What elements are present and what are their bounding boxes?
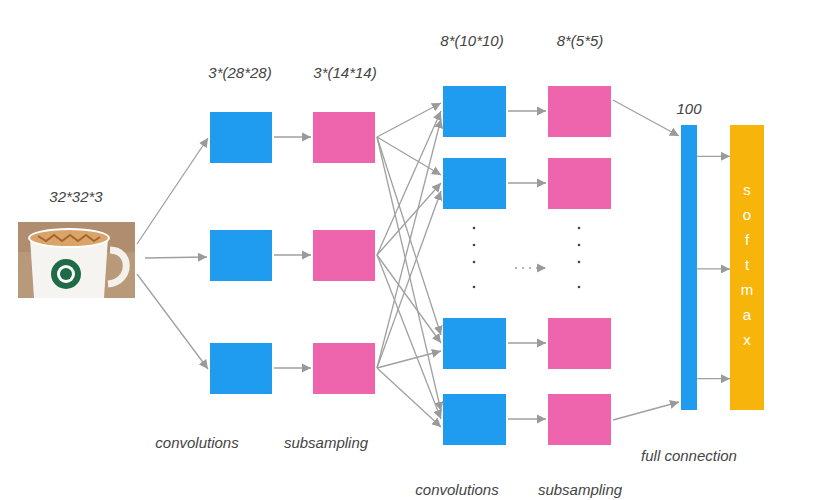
flow-arrow — [508, 110, 546, 111]
ellipsis-dot — [473, 227, 476, 230]
flow-arrow — [697, 378, 730, 379]
pooled-map — [548, 86, 611, 137]
flow-arrow — [145, 257, 207, 258]
layer-size: 100 — [676, 100, 701, 117]
stage-name: full connection — [641, 447, 737, 464]
ellipsis-dot — [578, 227, 581, 230]
mug-logo-center — [60, 268, 72, 280]
flow-arrow — [697, 156, 730, 157]
pool2-maps — [548, 86, 611, 445]
feature-map — [443, 318, 506, 369]
feature-map — [443, 394, 506, 445]
flow-arrow — [377, 368, 441, 427]
flow-arrow — [377, 351, 441, 368]
layer-size: 8*(10*10) — [440, 32, 503, 49]
pooled-map — [548, 158, 611, 209]
flow-arrow — [274, 367, 311, 368]
stage-name: convolutions — [415, 481, 498, 498]
flow-arrow — [377, 137, 441, 411]
input-size: 32*32*3 — [49, 188, 102, 205]
flow-arrow — [697, 268, 730, 269]
feature-map — [443, 158, 506, 209]
flow-arrow — [274, 136, 311, 137]
flow-arrow — [274, 254, 311, 255]
mug-logo-inner — [57, 265, 75, 283]
ellipsis-dot — [578, 261, 581, 264]
mug-handle — [108, 250, 126, 284]
pooled-map — [548, 394, 611, 445]
flow-arrow — [515, 267, 546, 268]
feature-map — [210, 230, 272, 281]
input-image — [18, 222, 135, 298]
ellipsis-dots — [473, 227, 581, 289]
flow-arrow — [137, 138, 208, 244]
pooled-map — [313, 230, 375, 281]
layer-size: 3*(28*28) — [208, 64, 271, 81]
caramel-drizzle — [38, 235, 100, 241]
feature-map — [210, 112, 272, 163]
ellipsis-dot — [473, 244, 476, 247]
flow-arrow — [508, 342, 546, 343]
mug-rim — [29, 229, 109, 247]
flow-arrow — [508, 182, 546, 183]
mug-logo — [51, 259, 81, 289]
mug-latte — [29, 229, 109, 247]
flow-arrow — [377, 191, 441, 368]
stage-name: convolutions — [155, 434, 238, 451]
feature-map — [210, 343, 272, 394]
pooled-map — [548, 318, 611, 369]
softmax-layer: softmax — [730, 125, 764, 410]
flow-arrow — [377, 111, 441, 255]
pooled-map — [313, 343, 375, 394]
ellipsis-dot — [473, 286, 476, 289]
ellipsis-dot — [578, 244, 581, 247]
flow-arrow — [137, 274, 208, 369]
layer-name: softmax — [739, 180, 756, 355]
flow-arrows — [137, 100, 679, 427]
flow-arrow — [508, 418, 546, 419]
pool1-maps — [313, 112, 375, 394]
fully-connected-layer: 100 — [681, 125, 697, 410]
stage-name: subsampling — [538, 481, 622, 498]
feature-map — [443, 86, 506, 137]
conv1-maps — [210, 112, 272, 394]
flow-arrow — [377, 137, 441, 335]
image-background — [18, 222, 135, 298]
flow-arrow — [613, 100, 679, 136]
stage-name: subsampling — [284, 434, 368, 451]
flow-arrow — [613, 402, 679, 420]
pooled-map — [313, 112, 375, 163]
conv2-maps — [443, 86, 506, 445]
layer-size: 3*(14*14) — [313, 64, 376, 81]
ellipsis-dot — [473, 261, 476, 264]
layer-size: 8*(5*5) — [557, 32, 604, 49]
ellipsis-dot — [578, 286, 581, 289]
flow-arrow — [377, 119, 441, 368]
